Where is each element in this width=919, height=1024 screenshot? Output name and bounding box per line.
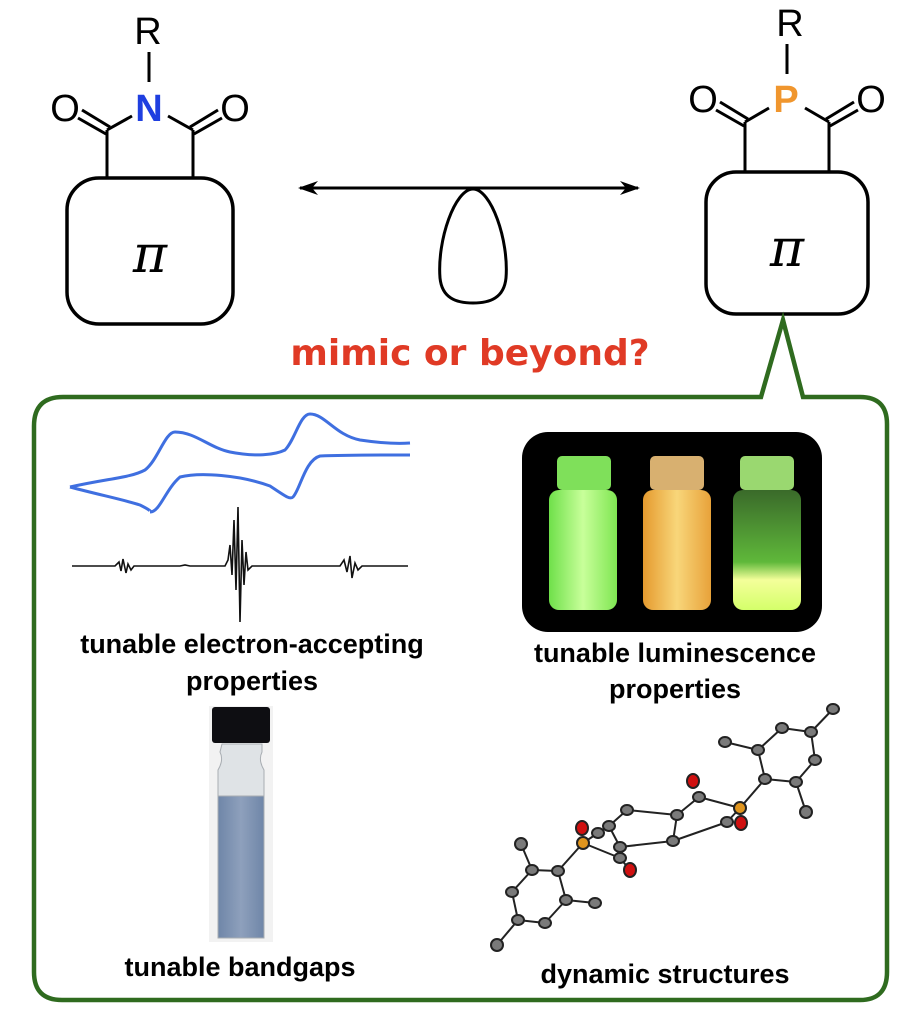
cuvette-photo [209, 706, 273, 942]
seesaw-balance-icon [298, 181, 640, 305]
caption-bandgaps: tunable bandgaps [124, 952, 355, 982]
phosphorus-atom: P [773, 79, 798, 121]
oxygen-atoms [575, 773, 748, 878]
vial-yellow-green [733, 456, 801, 610]
oxygen-atom-right: O [856, 79, 886, 121]
pi-core-box-right [704, 170, 870, 316]
caption-luminescence-line2: properties [609, 674, 741, 704]
bond [719, 100, 749, 121]
caption-electron-accepting-line1: tunable electron-accepting [80, 629, 424, 659]
pi-symbol-left: π [132, 225, 168, 285]
vial-orange [643, 456, 711, 610]
substituent-r-left: R [134, 11, 161, 53]
mimic-or-beyond-question: mimic or beyond? [290, 333, 649, 374]
bond [81, 108, 111, 129]
bond [77, 116, 107, 136]
substituent-r-right: R [776, 3, 803, 45]
cv-forward-trace [69, 412, 411, 489]
pi-core-box-left [65, 176, 235, 326]
cuvette-solution [217, 795, 265, 939]
fulcrum-icon [438, 187, 508, 305]
callout-panel-border [31, 311, 890, 1003]
luminescent-vials-photo [522, 432, 822, 632]
phosphorus-atoms [576, 801, 747, 850]
phosphole-structure: R P O O π [688, 3, 886, 316]
bond [189, 108, 219, 129]
cuvette-cap [212, 707, 270, 743]
pi-symbol-right: π [769, 219, 805, 279]
crystal-structure [490, 703, 840, 952]
bond [825, 100, 855, 121]
electron-accepting-graphic [69, 412, 411, 623]
structure-bonds [496, 708, 834, 946]
bond [804, 106, 830, 124]
caption-dynamic-structures: dynamic structures [540, 959, 789, 989]
bond [715, 108, 745, 128]
caption-electron-accepting-line2: properties [186, 666, 318, 696]
bond [167, 114, 194, 132]
bond [193, 116, 223, 136]
oxygen-atom-right: O [220, 88, 250, 130]
nitrogen-atom: N [135, 88, 162, 130]
carbon-atoms [490, 703, 840, 952]
caption-luminescence-line1: tunable luminescence [534, 638, 816, 668]
vial-green [549, 456, 617, 610]
bond [106, 114, 133, 132]
cv-reverse-trace [69, 453, 411, 514]
cuvette-neck [217, 743, 265, 797]
bond [744, 106, 770, 124]
bond [829, 108, 859, 128]
oxygen-atom-left: O [688, 79, 718, 121]
imide-structure: R N O O π [50, 11, 250, 326]
oxygen-atom-left: O [50, 88, 80, 130]
epr-spectrum-trace [72, 506, 408, 623]
